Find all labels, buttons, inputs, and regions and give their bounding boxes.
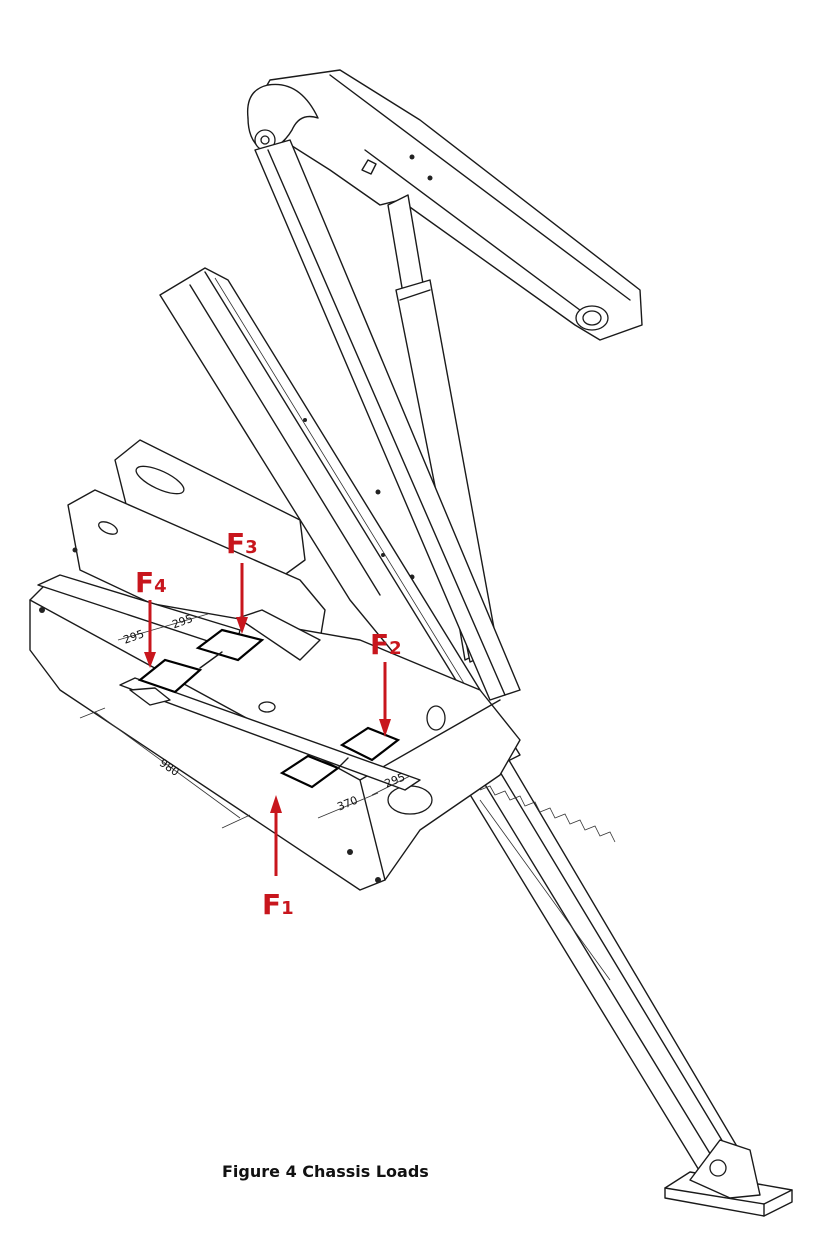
figure-caption: Figure 4 Chassis Loads: [222, 1162, 429, 1181]
pad-f3: [195, 628, 265, 662]
secondary-arm: [159, 267, 521, 771]
force-label-f1: F1: [262, 888, 294, 921]
stabilizer-foot: [664, 1139, 793, 1217]
stabilizer-leg: [454, 744, 746, 1181]
dimension-lines: [79, 613, 411, 829]
force-arrow-f2: [379, 662, 391, 737]
force-arrow-f3: [236, 563, 248, 634]
load-pads: [137, 628, 401, 789]
pad-f4: [137, 658, 203, 694]
force-arrow-f4: [144, 600, 156, 668]
force-label-f3: F3: [226, 527, 258, 560]
force-label-f4: F4: [135, 566, 167, 599]
force-arrow-f1: [270, 795, 282, 876]
main-boom: [246, 69, 643, 341]
pad-f2: [339, 726, 401, 762]
force-label-f2: F2: [370, 628, 402, 661]
